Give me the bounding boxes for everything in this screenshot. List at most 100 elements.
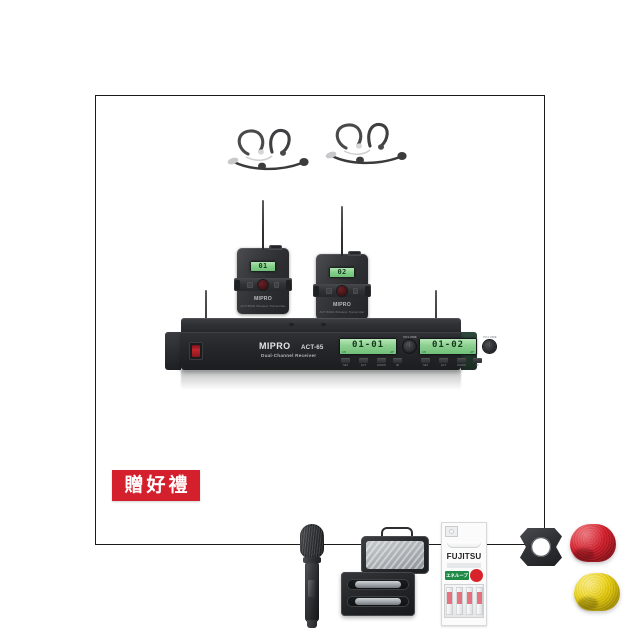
- channel-1-up-button[interactable]: [393, 358, 402, 363]
- battery-pack-card: FUJITSU エネループ: [441, 522, 487, 626]
- channel-1-set-button[interactable]: [341, 358, 350, 363]
- channel-2-lcd-display: 01-02 CH AF: [419, 338, 477, 355]
- receiver-reflection: [181, 370, 461, 390]
- channel-2-set-label: SET: [422, 363, 429, 367]
- bodypack-left-cap: [235, 279, 240, 290]
- channel-1-lcd-markers: CH AF: [342, 350, 394, 354]
- bodypack-connector: [348, 251, 361, 256]
- product-stage: 01 MIPRO ACT-500H Wireless Transmitter 0…: [96, 96, 620, 628]
- channel-1-act-button[interactable]: [359, 358, 368, 363]
- channel-1-lcd-left-marker: CH: [342, 349, 346, 354]
- channel-2-lcd-markers: CH AF: [422, 350, 474, 354]
- headset-microphone-left: [216, 118, 326, 180]
- bodypack-button-right: [273, 282, 279, 288]
- channel-1-down-label: DOWN: [377, 363, 386, 367]
- microphone-tail: [307, 620, 317, 628]
- channel-2-act-button[interactable]: [439, 358, 448, 363]
- battery-pack-swoosh: [447, 542, 481, 548]
- case-slot-lower: [347, 596, 409, 607]
- bodypack-connector: [269, 245, 282, 250]
- bodypack-transmitter-1: 01 MIPRO ACT-500H Wireless Transmitter: [234, 200, 292, 314]
- battery-window: [444, 584, 484, 618]
- windscreen-red-opening: [574, 548, 594, 561]
- channel-2-up-label: UP: [475, 363, 480, 367]
- case-slot-upper: [347, 579, 409, 590]
- power-switch-rocker[interactable]: [192, 345, 200, 357]
- bodypack-antenna: [261, 200, 265, 250]
- case-base: [341, 572, 415, 616]
- case-lid-lining: [366, 541, 424, 569]
- power-switch[interactable]: [189, 342, 203, 360]
- microphone-collar: [303, 557, 321, 563]
- channel-2-act-label: ACT: [440, 363, 447, 367]
- receiver-front-panel: MIPRO ACT-65 Dual-Channel Receiver 01-01…: [181, 332, 497, 370]
- windscreen-yellow-opening: [578, 597, 598, 610]
- bodypack-model-label: ACT-500H Wireless Transmitter: [319, 310, 365, 314]
- channel-1-act-label: ACT: [360, 363, 367, 367]
- bodypack-lcd-display: 01: [250, 261, 276, 272]
- battery-cell: [445, 587, 453, 615]
- channel-2-volume-knob[interactable]: [483, 340, 496, 353]
- battery-brand-label: FUJITSU: [446, 552, 482, 561]
- battery-cell: [475, 587, 483, 615]
- bodypack-button-left: [247, 282, 253, 288]
- battery-pack: FUJITSU エネループ: [441, 522, 487, 626]
- receiver-top-panel: [181, 318, 461, 333]
- bodypack-transmitter-2: 02 MIPRO ACT-500H Wireless Transmitter: [313, 206, 371, 320]
- channel-2-lcd-left-marker: CH: [422, 349, 426, 354]
- bodypack-lcd-display: 02: [329, 267, 355, 278]
- channel-1-lcd-right-marker: AF: [390, 349, 394, 354]
- channel-2-down-button[interactable]: [457, 358, 466, 363]
- channel-1-lcd-display: 01-01 CH AF: [339, 338, 397, 355]
- receiver-top-screw: [289, 323, 294, 326]
- battery-pack-hang-hole: [445, 526, 458, 537]
- channel-2-down-label: DOWN: [457, 363, 466, 367]
- microphone-grille: [300, 524, 324, 558]
- receiver-model-label: ACT-65: [301, 343, 324, 351]
- channel-2-up-button[interactable]: [473, 358, 482, 363]
- bodypack-lcd-value: 02: [337, 268, 347, 276]
- battery-pack-subbar: [447, 563, 481, 568]
- handheld-microphone: [299, 524, 325, 628]
- bodypack-right-cap: [365, 285, 370, 296]
- channel-2-lcd-value: 01-02: [431, 340, 465, 350]
- channel-1-down-button[interactable]: [377, 358, 386, 363]
- channel-1-set-label: SET: [342, 363, 349, 367]
- microphone-switch: [308, 580, 315, 597]
- gift-badge: 贈好禮: [112, 470, 200, 501]
- bodypack-power-knob: [258, 280, 268, 290]
- case-handle-icon: [381, 527, 413, 539]
- bodypack-power-knob: [337, 286, 347, 296]
- bodypack-brand-label: MIPRO: [253, 296, 272, 302]
- case-lid: [361, 536, 429, 574]
- channel-2-lcd-right-marker: AF: [470, 349, 474, 354]
- bodypack-lcd-value: 01: [258, 262, 268, 270]
- battery-red-badge: [470, 569, 483, 582]
- channel-2-set-button[interactable]: [421, 358, 430, 363]
- rack-receiver: MIPRO ACT-65 Dual-Channel Receiver 01-01…: [165, 290, 497, 390]
- bodypack-brand-label: MIPRO: [332, 302, 351, 308]
- case-slot-mic-upper: [355, 581, 401, 588]
- headset-microphone-right: [314, 112, 424, 174]
- channel-1-lcd-value: 01-01: [351, 340, 385, 350]
- bodypack-right-cap: [286, 279, 291, 290]
- receiver-brand-label: MIPRO: [259, 341, 291, 351]
- windscreen-yellow: [574, 573, 620, 611]
- battery-cell: [465, 587, 473, 615]
- channel-2-volume-label: VOLUME: [482, 335, 498, 339]
- bodypack-antenna: [340, 206, 344, 256]
- receiver-subtitle-label: Dual-Channel Receiver: [261, 353, 317, 358]
- windscreen-red: [570, 524, 616, 562]
- bodypack-model-label: ACT-500H Wireless Transmitter: [240, 304, 286, 308]
- battery-badge-text: エネループ: [446, 573, 468, 579]
- receiver-rack-ear-left: [165, 332, 181, 370]
- bodypack-left-cap: [314, 285, 319, 296]
- channel-1-up-label: UP: [395, 363, 400, 367]
- anti-roll-ring: [520, 528, 562, 566]
- battery-cell: [455, 587, 463, 615]
- anti-roll-ring-hole: [531, 537, 551, 557]
- channel-1-volume-label: VOLUME: [402, 335, 418, 339]
- channel-1-volume-knob[interactable]: [403, 340, 416, 353]
- carry-case: [339, 527, 431, 623]
